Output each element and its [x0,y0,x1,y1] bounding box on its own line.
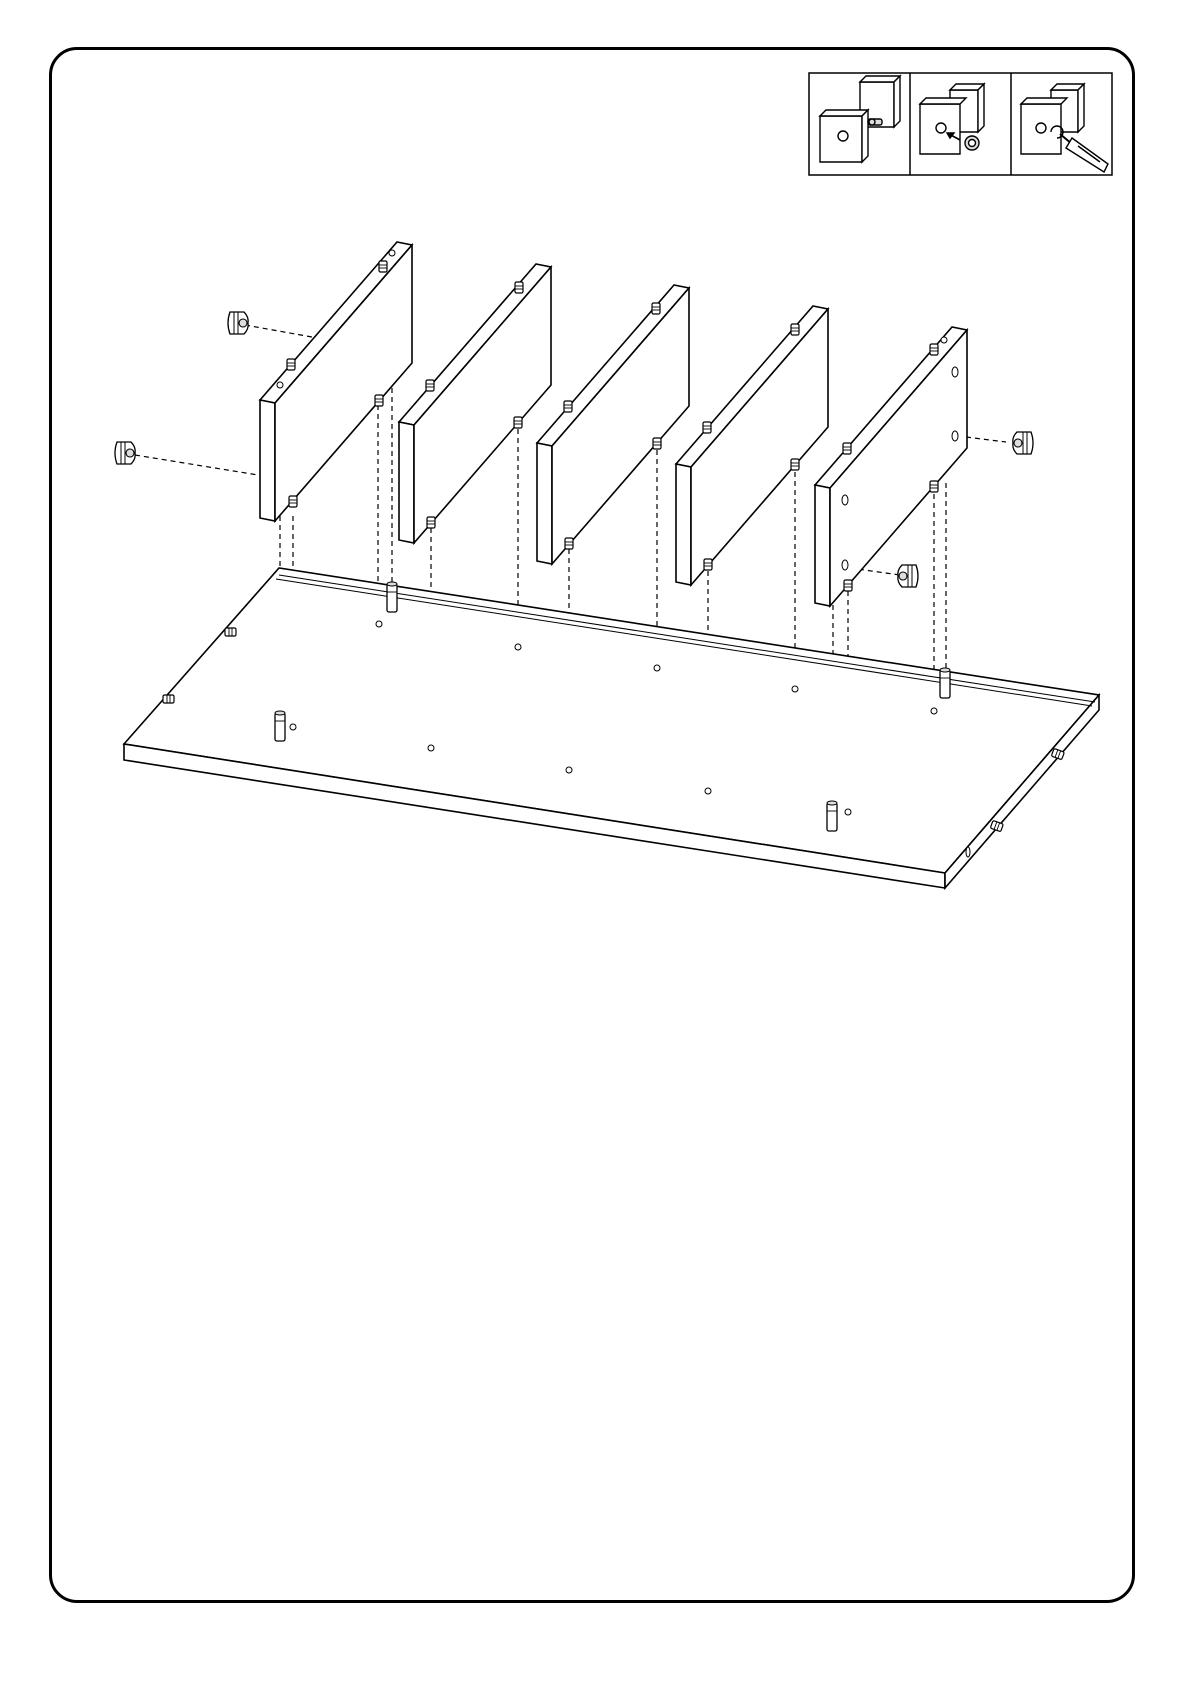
divider-panel-3 [537,285,689,564]
divider-panel-4 [676,306,828,585]
divider-panel-1 [260,242,412,521]
side-panel-with-cam-holes [815,327,967,606]
divider-panel-2 [399,264,551,543]
base-panel [124,568,1099,888]
